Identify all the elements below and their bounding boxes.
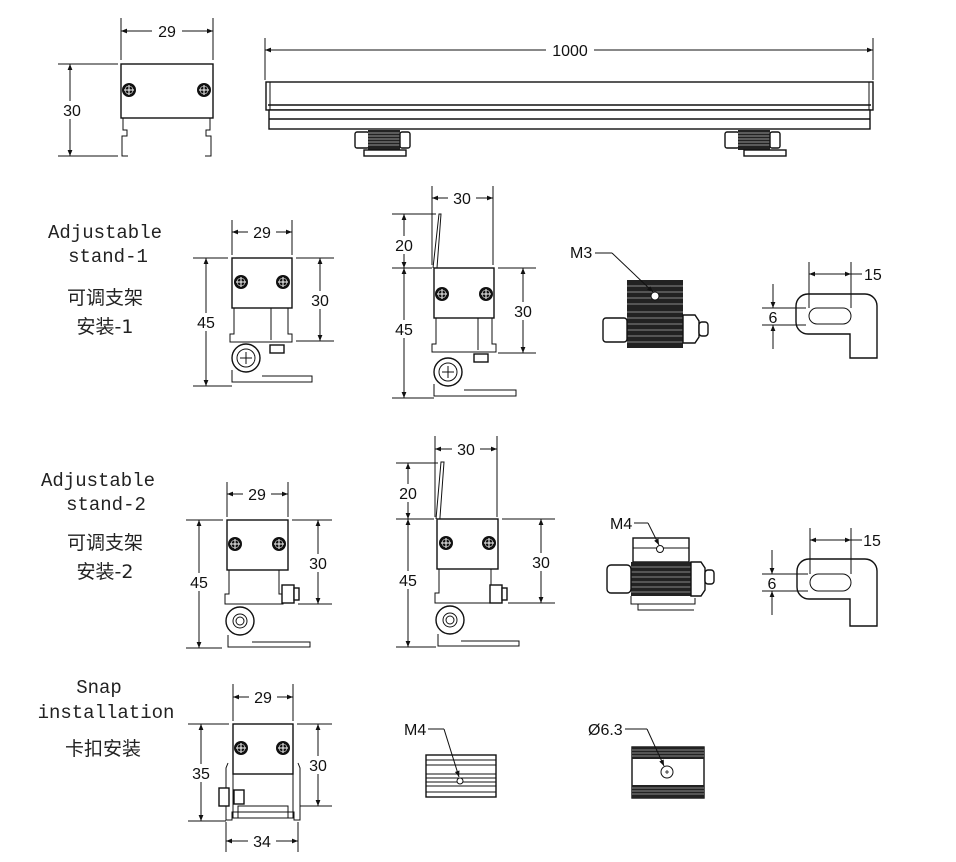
dim-slot-width: 6	[769, 310, 778, 327]
dim-length: 1000	[552, 43, 588, 60]
hole-label: Ø6.3	[588, 722, 623, 739]
section-subtitle-en: installation	[38, 702, 175, 724]
screw-icon	[121, 82, 137, 98]
dim-width: 30	[457, 442, 475, 459]
section-subtitle-cn: 安装-1	[77, 316, 134, 338]
dim-total-height: 45	[197, 315, 215, 332]
screw-icon	[275, 740, 291, 756]
section-subtitle-en: stand-2	[66, 494, 146, 516]
bracket-right	[724, 130, 787, 157]
screw-label: M4	[404, 722, 426, 739]
dim-tilt: 20	[395, 238, 413, 255]
screw-icon	[233, 274, 249, 290]
section-adjustable-stand-1: Adjustable stand-1 可调支架 安装-1 29 45	[48, 186, 882, 399]
light-bar-body	[265, 81, 874, 111]
clip-view-m4: M4	[404, 722, 497, 798]
dim-clip-width: 34	[253, 834, 271, 851]
screw-icon	[233, 740, 249, 756]
slot-view: 15 6	[762, 528, 881, 627]
slot-view: 15 6	[762, 262, 882, 359]
dim-body-height: 30	[532, 555, 550, 572]
dim-width: 29	[253, 225, 271, 242]
screw-label: M3	[570, 245, 592, 262]
end-view: 29 30	[58, 18, 214, 157]
dim-body-height: 30	[309, 556, 327, 573]
section-title-cn: 可调支架	[67, 532, 143, 554]
screw-icon	[478, 286, 494, 302]
section-subtitle-cn: 安装-2	[77, 561, 134, 583]
dim-body-height: 30	[311, 293, 329, 310]
screw-icon	[438, 535, 454, 551]
section-title-en: Snap	[76, 677, 122, 699]
screw-icon	[196, 82, 212, 98]
bracket-view: M3	[570, 245, 709, 348]
dim-body-height: 30	[309, 758, 327, 775]
screw-label: M4	[610, 516, 632, 533]
section-title-cn: 卡扣安装	[65, 738, 141, 760]
section-title-cn: 可调支架	[67, 287, 143, 309]
clip-view-hole: Ø6.3	[588, 722, 705, 799]
dim-slot-width: 6	[768, 576, 777, 593]
dim-width: 30	[453, 191, 471, 208]
front-view: 29 45 30	[193, 220, 334, 387]
screw-icon	[434, 286, 450, 302]
rail-profile	[121, 118, 212, 157]
dim-slot-length: 15	[863, 533, 881, 550]
dim-end-width: 29	[158, 24, 176, 41]
dim-tilt: 20	[399, 486, 417, 503]
screw-icon	[275, 274, 291, 290]
bracket-view: M4	[606, 516, 715, 611]
section-adjustable-stand-2: Adjustable stand-2 可调支架 安装-2 29 45	[41, 436, 881, 649]
section-snap-installation: Snap installation 卡扣安装 29 35	[38, 677, 705, 852]
tilt-view: 30 20 45 30	[396, 436, 555, 648]
screw-icon	[227, 536, 243, 552]
section-title-en: Adjustable	[41, 470, 155, 492]
knurled-knob	[627, 280, 683, 348]
section-subtitle-en: stand-1	[68, 246, 148, 268]
section-title-en: Adjustable	[48, 222, 162, 244]
dim-total-height: 45	[395, 322, 413, 339]
dim-end-height: 30	[63, 103, 81, 120]
tilt-view: 30 20 45 30	[392, 186, 536, 399]
front-view: 29 35 30 34	[188, 684, 332, 852]
dim-body-height: 30	[514, 304, 532, 321]
screw-icon	[481, 535, 497, 551]
dim-total-height: 35	[192, 766, 210, 783]
bracket-left	[354, 130, 411, 157]
dim-total-height: 45	[190, 575, 208, 592]
side-view: 1000	[264, 38, 874, 157]
dim-slot-length: 15	[864, 267, 882, 284]
dim-total-height: 45	[399, 573, 417, 590]
knurled-knob	[631, 562, 691, 596]
dim-width: 29	[254, 690, 272, 707]
dim-width: 29	[248, 487, 266, 504]
screw-icon	[271, 536, 287, 552]
front-view: 29 45 30	[186, 482, 332, 649]
